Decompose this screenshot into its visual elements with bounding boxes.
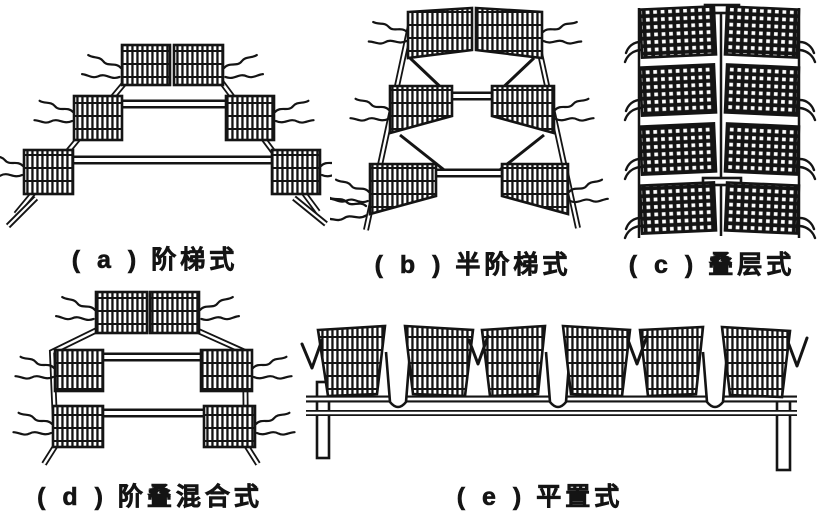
- caption-d: ( d ) 阶叠混合式: [37, 477, 263, 513]
- caption-e-title: 平置式: [536, 483, 624, 512]
- caption-c-title: 叠层式: [708, 251, 796, 280]
- caption-a-label: ( a ): [71, 246, 142, 275]
- b-cages: [368, 6, 570, 216]
- e-cages: [316, 324, 792, 399]
- diagram-stacked-cages: [623, 3, 817, 240]
- a-cages: [22, 43, 322, 196]
- caption-e: ( e ) 平置式: [456, 477, 624, 513]
- c-frame-posts: [637, 3, 801, 238]
- caption-a: ( a ) 阶梯式: [71, 240, 239, 276]
- e-feeder-v-marks: [300, 334, 809, 370]
- caption-c: ( c ) 叠层式: [628, 245, 796, 281]
- diagram-stepped-cages: [0, 43, 332, 229]
- caption-c-label: ( c ): [628, 251, 699, 280]
- diagram-step-stack-hybrid-cages: [12, 290, 296, 466]
- e-drink-troughs: [384, 351, 729, 409]
- caption-d-label: ( d ): [37, 483, 108, 512]
- a-rails: [55, 99, 287, 165]
- d-rails: [90, 352, 208, 418]
- caption-b-title: 半阶梯式: [455, 251, 572, 280]
- caption-a-title: 阶梯式: [151, 246, 239, 275]
- diagram-semi-stepped-cages: [330, 6, 609, 231]
- caption-b: ( b ) 半阶梯式: [374, 245, 572, 281]
- caption-b-label: ( b ): [374, 251, 446, 280]
- diagram-flat-cages: [300, 324, 809, 472]
- caption-d-title: 阶叠混合式: [117, 483, 263, 512]
- d-cages: [51, 290, 257, 449]
- d-frame-legs: [41, 327, 261, 466]
- c-cages: [638, 5, 801, 235]
- caption-e-label: ( e ): [456, 483, 527, 512]
